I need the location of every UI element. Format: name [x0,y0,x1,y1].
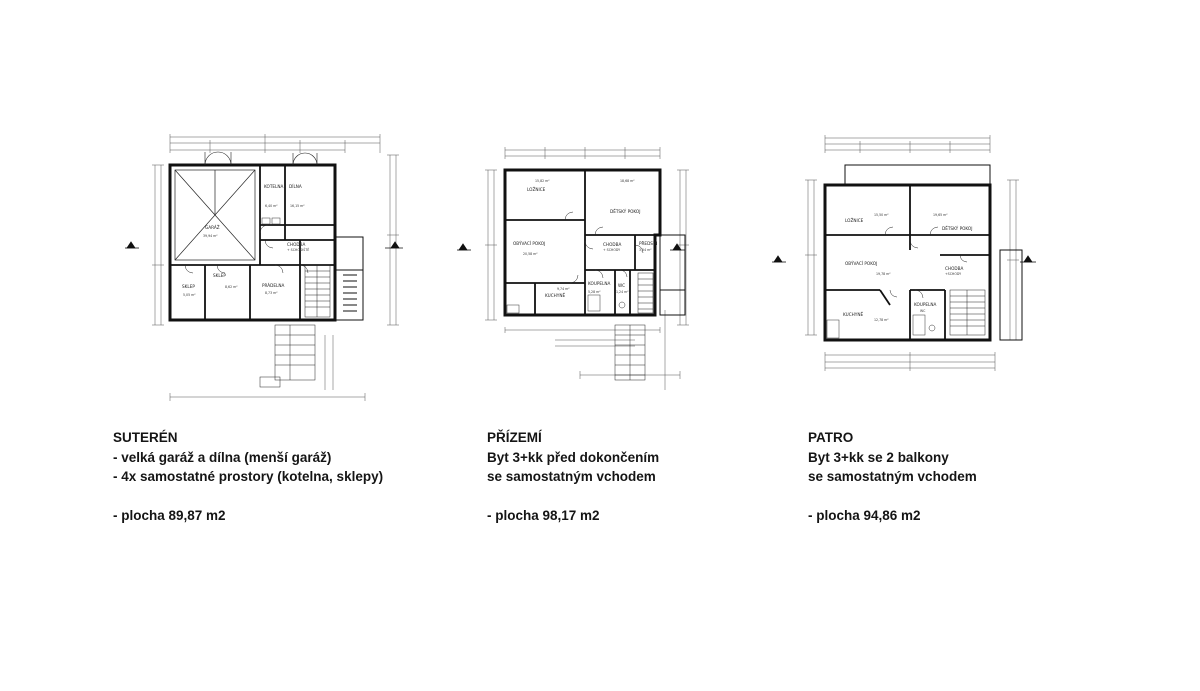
room-name-koupelna: KOUPELNA [914,302,937,307]
title-prizemi: PŘÍZEMÍ [487,430,542,445]
dimension-lines [485,147,689,390]
feature-line-2: se samostatným vchodem [808,469,977,484]
room-area-pradelna: 8,73 m² [265,291,278,295]
room-name-detsky-pokoj: DĚTSKÝ POKOJ [942,226,972,231]
feature-line-2: se samostatným vchodem [487,469,656,484]
room-labels: LOŽNICE 15,50 m² DĚTSKÝ POKOJ 19,65 m² O… [843,213,972,322]
interior-doors [184,224,309,274]
description-patro: PATRO Byt 3+kk se 2 balkony se samostatn… [808,428,977,526]
room-area-sklep-1: 5,05 m² [183,293,196,297]
room-area-kuchyne: 12,78 m² [874,318,889,322]
floor-plan-patro: LOŽNICE 15,50 m² DĚTSKÝ POKOJ 19,65 m² O… [770,130,1050,380]
interior-doors [564,211,644,284]
room-name-dilna: DÍLNA [289,184,302,189]
garage-floor-marking [174,169,256,261]
staircase [637,272,654,314]
area-suteren: - plocha 89,87 m2 [113,508,226,523]
room-name-loznice: LOŽNICE [527,187,546,192]
floor-plan-prizemi: LOŽNICE 15,82 m² DĚTSKÝ POKOJ 18,68 m² O… [455,135,725,400]
room-name-predsin: PŘEDSÍŇ [639,241,657,246]
room-area-loznice: 15,50 m² [874,213,889,217]
room-name-kotelna: KOTELNA [264,184,283,189]
feature-line-1: Byt 3+kk před dokončením [487,449,660,465]
floor-plan-suteren-drawing: GARÁŽ 39,94 m² KOTELNA 6,40 m² DÍLNA 16,… [125,134,403,401]
feature-line-1: - velká garáž a dílna (menší garáž) [113,449,332,465]
interior-walls [825,185,990,340]
dimension-lines [805,135,1019,371]
room-area-dilna: 16,15 m² [290,204,305,208]
room-area-chodba: + SCHODIŠTĚ [287,247,309,252]
room-name-chodba: CHODBA [945,266,963,271]
fixtures [826,314,936,339]
room-area-chodba: +SCHODY [945,272,961,276]
entrance-porch [659,234,686,316]
balcony-side [999,249,1023,341]
room-area-predsin: 3,54 m² [639,248,652,252]
room-name-koupelna: KOUPELNA [588,281,611,286]
interior-doors [884,226,968,299]
room-labels: GARÁŽ 39,94 m² KOTELNA 6,40 m² DÍLNA 16,… [182,184,309,297]
spacer [113,487,383,507]
staircase [949,289,986,336]
title-suteren: SUTERÉN [113,430,178,445]
area-prizemi: - plocha 98,17 m2 [487,508,600,523]
exterior-annex [334,236,364,321]
entrance-stairs [614,324,646,381]
spacer [487,487,659,507]
room-area-koupelna: WC [920,309,926,313]
balcony-top [844,164,991,186]
room-area-obyvaci-pokoj: 19,78 m² [876,272,891,276]
room-area-detsky-pokoj: 19,65 m² [933,213,948,217]
room-area-loznice: 15,82 m² [535,179,550,183]
description-suteren: SUTERÉN - velká garáž a dílna (menší gar… [113,428,383,526]
feature-line-1: Byt 3+kk se 2 balkony [808,449,949,465]
staircase [304,264,331,318]
room-area-chodba: + SCHODY [603,248,620,252]
room-name-garage: GARÁŽ [205,225,220,230]
room-name-obyvaci-pokoj: OBÝVACÍ POKOJ [513,241,545,246]
exterior-walls [823,183,992,342]
room-labels: LOŽNICE 15,82 m² DĚTSKÝ POKOJ 18,68 m² O… [513,179,657,298]
fixtures [261,217,281,225]
room-area-kuchyne: 9,74 m² [557,287,570,291]
floor-plan-prizemi-drawing: LOŽNICE 15,82 m² DĚTSKÝ POKOJ 18,68 m² O… [457,147,689,390]
entrance-stairs [259,324,316,388]
section-markers [125,241,403,249]
room-name-chodba: CHODBA [287,242,305,247]
description-prizemi: PŘÍZEMÍ Byt 3+kk před dokončením se samo… [487,428,659,526]
room-area-obyvaci-pokoj: 20,58 m² [523,252,538,256]
room-area-kotelna: 6,40 m² [265,204,278,208]
room-name-kuchyne: KUCHYNĚ [843,312,863,317]
fixtures [506,294,626,314]
room-name-chodba: CHODBA [603,242,621,247]
feature-line-2: - 4x samostatné prostory (kotelna, sklep… [113,469,384,484]
room-area-sklep-2: 8,62 m² [225,285,238,289]
room-name-kuchyne: KUCHYNĚ [545,293,565,298]
title-patro: PATRO [808,430,854,445]
room-name-pradelna: PRÁDELNA [262,283,284,288]
room-name-wc: WC [618,283,625,288]
floor-plan-suteren: GARÁŽ 39,94 m² KOTELNA 6,40 m² DÍLNA 16,… [125,125,410,410]
area-patro: - plocha 94,86 m2 [808,508,921,523]
room-name-loznice: LOŽNICE [845,218,864,223]
room-name-obyvaci-pokoj: OBÝVACÍ POKOJ [845,261,877,266]
room-name-sklep-2: SKLEP [213,273,226,278]
room-name-sklep-1: SKLEP [182,284,195,289]
room-area-garage: 39,94 m² [203,234,218,238]
room-area-koupelna: 5,28 m² [588,290,601,294]
spacer [808,487,977,507]
room-area-wc: 1,24 m² [616,290,629,294]
garage-doors [204,151,318,166]
floor-plan-patro-drawing: LOŽNICE 15,50 m² DĚTSKÝ POKOJ 19,65 m² O… [772,135,1036,371]
section-markers [457,243,685,251]
dimension-lines [152,134,399,401]
section-markers [772,255,1036,263]
room-area-detsky-pokoj: 18,68 m² [620,179,635,183]
room-name-detsky-pokoj: DĚTSKÝ POKOJ [610,209,640,214]
